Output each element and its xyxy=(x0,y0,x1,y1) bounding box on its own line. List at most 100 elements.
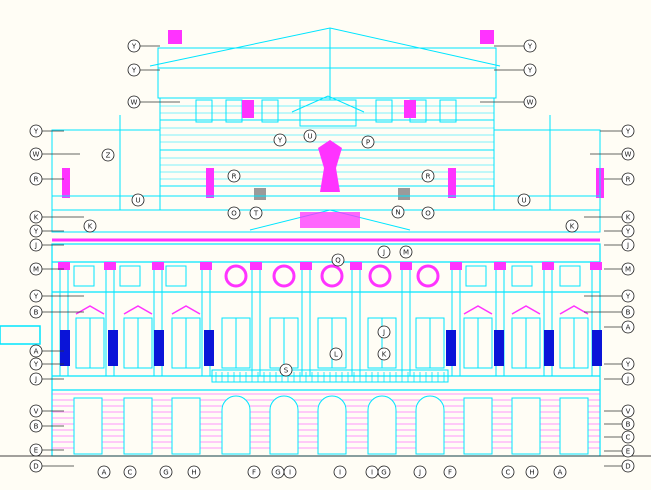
tag-circle xyxy=(123,465,137,479)
tag-letter: F xyxy=(448,469,452,477)
tag-circle xyxy=(279,363,293,377)
tag-letter: J xyxy=(382,329,385,337)
tag-circle xyxy=(621,172,635,186)
tag-circle xyxy=(227,169,241,183)
tag-letter: Z xyxy=(106,152,111,160)
tag-letter: J xyxy=(626,376,629,384)
tag-circle xyxy=(331,253,345,267)
blue-window-panels xyxy=(60,330,602,366)
tag-letter: N xyxy=(395,209,400,217)
tag-circle xyxy=(421,206,435,220)
tag-letter: Y xyxy=(33,293,39,301)
tag-circle xyxy=(29,210,43,224)
tag-letter: A xyxy=(626,324,631,332)
tag-letter: B xyxy=(626,309,631,317)
tag-circle xyxy=(621,372,635,386)
ground-window xyxy=(73,397,103,455)
side-step xyxy=(0,325,41,345)
ground-window xyxy=(171,397,201,455)
tag-circle xyxy=(127,95,141,109)
tag-letter: L xyxy=(334,351,338,359)
tag-letter: Y xyxy=(33,361,39,369)
tag-letter: W xyxy=(527,99,534,107)
tag-letter: W xyxy=(625,151,632,159)
tag-circle xyxy=(29,147,43,161)
tag-circle xyxy=(421,169,435,183)
tag-circle xyxy=(29,262,43,276)
capital xyxy=(590,262,602,270)
tag-letter: S xyxy=(284,367,289,375)
tag-circle xyxy=(621,357,635,371)
tag-letter: F xyxy=(252,469,256,477)
tag-circle xyxy=(29,344,43,358)
balustrade-cornice xyxy=(51,195,601,233)
tag-letter: J xyxy=(626,242,629,250)
tag-circle xyxy=(29,459,43,473)
capital xyxy=(300,262,312,270)
tag-circle xyxy=(329,347,343,361)
window-pediments xyxy=(75,305,589,315)
tag-letter: G xyxy=(275,469,280,477)
tag-circle xyxy=(391,205,405,219)
tag-letter: Q xyxy=(335,257,341,265)
tag-letter: M xyxy=(33,266,39,274)
tag-letter: C xyxy=(128,469,133,477)
tag-letter: W xyxy=(33,151,40,159)
winged-statue xyxy=(318,140,342,192)
tag-circle xyxy=(621,147,635,161)
tag-letter: U xyxy=(521,197,526,205)
tag-circle xyxy=(523,95,537,109)
tag-letter: R xyxy=(34,176,39,184)
tag-letter: K xyxy=(34,214,39,222)
tag-circle xyxy=(29,404,43,418)
tag-letter: A xyxy=(558,469,563,477)
tag-letter: W xyxy=(131,99,138,107)
tag-circle xyxy=(29,124,43,138)
tag-letter: O xyxy=(425,210,431,218)
tag-letter: R xyxy=(232,173,237,181)
tag-letter: I xyxy=(289,469,291,477)
tag-letter: E xyxy=(34,447,38,455)
tag-letter: J xyxy=(382,249,385,257)
tag-letter: Y xyxy=(33,228,39,236)
tag-letter: U xyxy=(135,197,140,205)
capital xyxy=(200,262,212,270)
attic-windows xyxy=(195,99,457,123)
capital xyxy=(450,262,462,270)
capitals xyxy=(58,262,602,270)
tag-letter: Y xyxy=(33,128,39,136)
tag-circle xyxy=(621,238,635,252)
balusters xyxy=(215,372,445,382)
tag-circle xyxy=(443,465,457,479)
capital xyxy=(250,262,262,270)
ground-window xyxy=(559,397,589,455)
tag-letter: Y xyxy=(625,128,631,136)
capital xyxy=(104,262,116,270)
ground-arch xyxy=(367,395,397,455)
capital xyxy=(58,262,70,270)
tag-circle xyxy=(29,419,43,433)
ground-arch xyxy=(317,395,347,455)
main-floor-windows xyxy=(75,317,589,369)
tag-circle xyxy=(83,219,97,233)
tag-letter: J xyxy=(34,376,37,384)
tag-circle xyxy=(29,357,43,371)
tag-letter: R xyxy=(426,173,431,181)
tag-circle xyxy=(187,465,201,479)
tag-circle xyxy=(621,430,635,444)
tag-letter: Y xyxy=(527,43,533,51)
tag-circle xyxy=(247,465,261,479)
tag-circle xyxy=(621,210,635,224)
tag-circle xyxy=(621,262,635,276)
tag-letter: M xyxy=(625,266,631,274)
tag-letter: E xyxy=(626,448,630,456)
tag-letter: K xyxy=(570,223,575,231)
tag-letter: Y xyxy=(527,67,533,75)
ground-arch xyxy=(269,395,299,455)
tag-letter: Y xyxy=(131,67,137,75)
tag-letter: O xyxy=(231,210,237,218)
tag-letter: V xyxy=(626,408,631,416)
tag-circle xyxy=(249,206,263,220)
capital xyxy=(350,262,362,270)
